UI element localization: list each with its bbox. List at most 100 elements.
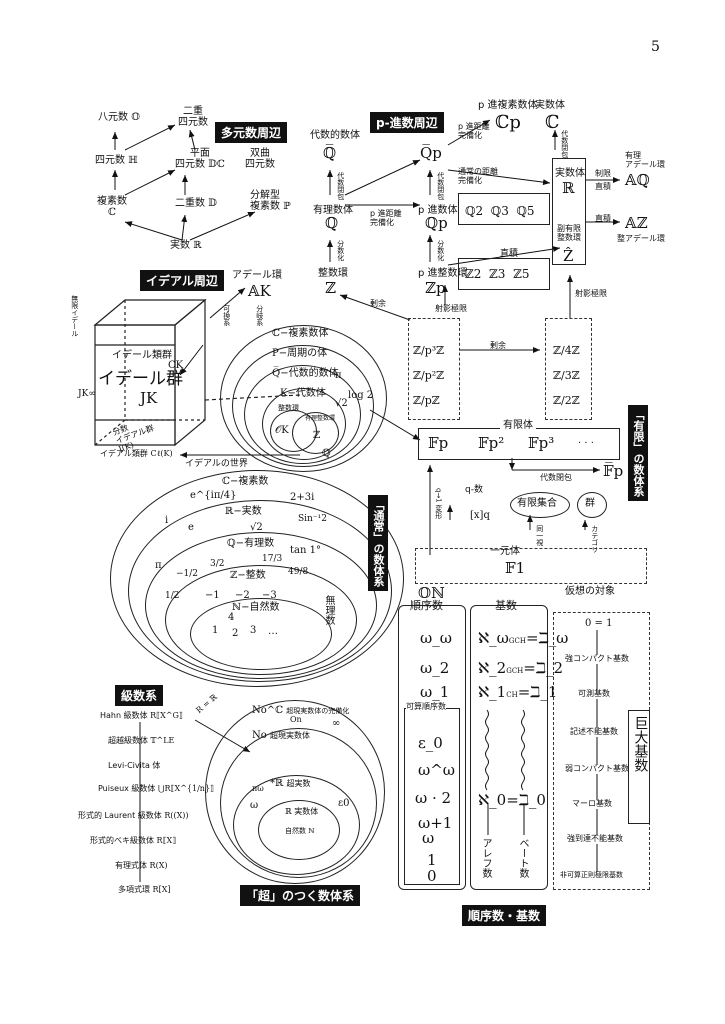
az-symbol: 𝔸ℤ [625,214,648,232]
idele-group-label: イデール群 [98,369,183,389]
nest1-log2: log 2 [348,390,374,401]
nest2-c: ℂ−複素数 [222,476,269,487]
edge-direct-3: 直積 [595,214,611,223]
edge-proj-limit-2: 射影極限 [435,304,467,313]
omega-plus-1: ω+1 [418,814,453,832]
edge-alg-c: 代数閉包 [560,130,569,158]
ring-no [220,728,377,878]
series-hahn: Hahn 級数体 R⟦X^G⟧ [100,711,183,720]
super-noc: No^ℂ 超現実数体の完備化 [252,705,350,716]
zp2z: ℤ/p²ℤ [413,369,445,382]
qp-family-box [458,193,550,225]
nest1-pi: π [335,370,342,381]
z4z: ℤ/4ℤ [553,344,580,357]
edge-frac: 分数化 [336,240,345,261]
nest1-z: ℤ [313,430,321,441]
virtual-object-label: 仮想の対象 [565,586,615,597]
alg-num-label: 代数的数体 [310,130,360,141]
omega: ω [422,829,435,847]
fp2: 𝔽p² [478,434,505,452]
ring-real [128,500,392,682]
integer-adele-label: 整アデール環 [617,234,665,243]
biquaternion-label: 二重四元数 [178,106,208,128]
ring-q [292,412,339,454]
edge-direct-2: 直積 [595,182,611,191]
real-field-label: 実数体 [555,168,585,179]
large-measurable: 可測基数 [578,689,610,699]
nest1-ok: 𝒪K [275,425,289,436]
nest2-tan: tan 1° [290,545,321,556]
series-laurent: 形式的 Laurent 級数体 R((X)) [78,811,189,820]
nest1-int-ring: 整数環 [278,404,299,412]
super-piomega: πω [252,784,264,793]
ck-symbol: CK [168,360,184,371]
finite-set-oval [510,492,570,518]
jkinf-symbol: JK∞ [78,389,96,399]
series-rational-func: 有理式体 R(X) [115,861,168,870]
super-omega: ω [250,800,259,811]
finite-mod-label: 剰余 [490,341,506,350]
series-levi-civita: Levi-Civita 体 [108,761,161,770]
edge-algclose: 代数閉包 [336,172,345,200]
ring-alg-num [244,365,361,464]
nest2-n12: −1/2 [176,569,199,579]
nest2-4: 4 [228,612,235,623]
series-puiseux: Puiseux 級数体 ⋃R⟦X^{1/n}⟧ [98,784,214,793]
edge-algclose-2: 代数閉包 [436,172,445,200]
group-oval [577,492,607,518]
nest2-z: ℤ−整数 [230,570,266,581]
ring-complex [110,470,404,687]
nest2-2: 2 [232,628,239,639]
cardinal-label: 基数 [495,599,517,612]
fp3: 𝔽p³ [528,434,555,452]
title-ordinal: 順序数・基数 [462,905,547,926]
super-inf: ∞ [332,718,341,729]
title-super: 「超」のつく数体系 [240,885,361,906]
zhat-symbol: Ẑ [563,247,574,265]
large-mahlo: マーロ基数 [572,799,612,809]
z3z: ℤ/3ℤ [553,369,580,382]
nest1-p: P−周期の体 [272,348,328,359]
nest1-k: K−代数体 [280,388,326,399]
c-label: 実数体 [535,100,565,111]
nest2-half: 1/2 [165,591,180,601]
padic-num-label: p 進数体 [418,205,458,216]
zero-eq-one: 0 = 1 [585,618,613,629]
nest2-dots: … [268,626,278,637]
omega-pow-omega: ω^ω [418,761,456,779]
octonion-label: 八元数 𝕆 [98,112,140,123]
f1-cat-label: カテゴリ [590,525,599,553]
q-symbol: ℚ [325,214,339,232]
edge-pdist-comp: p 進距離完備化 [370,209,402,227]
split-complex-label: 分解型複素数 ℙ [250,190,291,212]
ordinal-0: 0 [427,867,437,885]
nest2-m3: −3 [262,590,277,601]
series-power: 形式的べキ級数体 R⟦X⟧ [90,836,177,845]
edge-proj-limit: 射影極限 [575,289,607,298]
nest2-pi: π [155,560,162,571]
omega-1: ω_1 [420,683,450,701]
cp-symbol: ℂp [495,112,521,133]
cp-label: p 進複素数体 [478,100,538,111]
fp-dots: · · · [578,438,594,449]
xq-symbol: [x]q [470,510,490,521]
ring-periods [232,345,374,467]
super-natural: 自然数 ℕ [285,827,315,835]
large-uncountable-regular: 非可算正則極限基数 [560,871,623,880]
infinite-idele-label: 無限イデール [70,295,79,337]
plane-quaternion-label: 平面四元数 𝔻ℂ [175,148,225,170]
nest2-m1: −1 [205,590,220,601]
nest1-rational-int: 有理整数環 [305,415,336,422]
title-ideal: イデアル周辺 [140,270,224,291]
nest1-q: ℚ [322,448,331,459]
ak-symbol: 𝔸K [248,282,271,300]
z2z3z5: ℤ2 ℤ3 ℤ5 [465,267,530,281]
quaternion-label: 四元数 ℍ [95,155,138,166]
ring-natural [190,598,332,670]
edge-padic-comp: p 進距離完備化 [458,122,490,140]
title-large: 巨大基数 [632,716,649,772]
ring-c-field [220,325,387,472]
rational-label: 有理数体 [313,205,353,216]
edge-restrict: 制限 [595,169,611,178]
